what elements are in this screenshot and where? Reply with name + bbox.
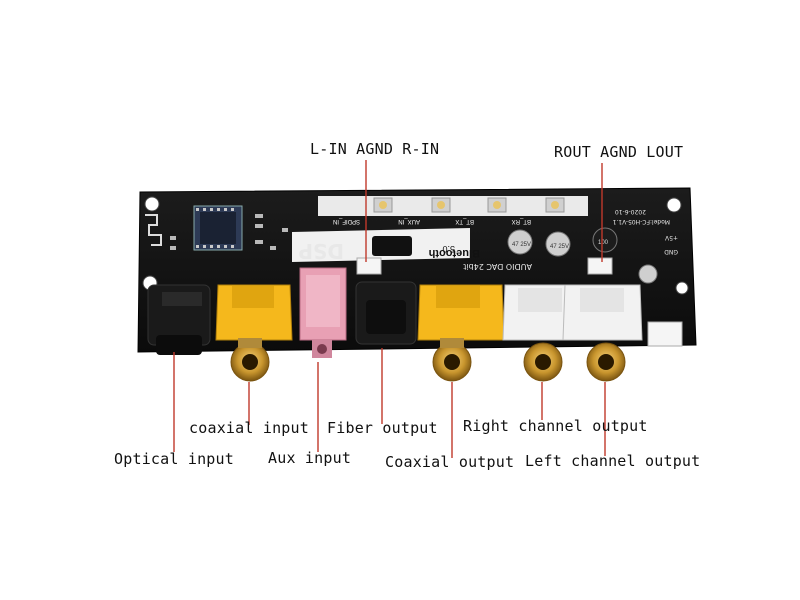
module-pins <box>196 208 234 248</box>
callout-lead-lines <box>173 160 606 458</box>
optical-input-jack <box>147 284 211 355</box>
aux-input-jack <box>299 267 347 358</box>
antenna-trace <box>145 214 162 246</box>
silk-spdif-in: SPDIF_IN <box>333 218 360 224</box>
right-channel-output-label: Right channel output <box>463 417 648 435</box>
mount-hole <box>675 281 689 295</box>
mount-hole <box>144 196 160 212</box>
fiber-output-label: Fiber output <box>327 419 438 437</box>
dac-silk: AUDIO DAC 24bit <box>463 262 532 271</box>
silk-bt-rx: BT_RX <box>512 218 531 224</box>
optical-input-label: Optical input <box>114 450 234 468</box>
coaxial-input-label: coaxial input <box>189 419 309 437</box>
aux-input-label: Aux input <box>268 449 352 467</box>
dsp-logo: DSP <box>298 239 344 263</box>
tact-buttons <box>373 197 565 213</box>
input-header-connector <box>356 257 382 275</box>
silk-gnd: GND <box>664 248 678 255</box>
silk-5v: +5V <box>664 234 678 241</box>
coaxial-output-jack <box>417 284 505 382</box>
coaxial-input-jack <box>215 284 293 382</box>
bluetooth-logo <box>372 236 412 256</box>
right-channel-output-jack <box>502 284 578 382</box>
cap-label-3: 100 <box>598 240 609 246</box>
input-header-label: L-IN AGND R-IN <box>310 140 440 158</box>
silk-aux-in: AUX_IN <box>398 218 420 224</box>
fiber-output-jack <box>355 281 417 345</box>
output-header-label: ROUT AGND LOUT <box>554 143 684 161</box>
left-channel-output-jack <box>562 284 643 382</box>
model-silk: Model:FC-H05-V1.1 <box>612 218 670 225</box>
smd-components <box>170 214 288 250</box>
left-channel-output-label: Left channel output <box>525 452 701 470</box>
power-connector <box>647 321 683 347</box>
coaxial-output-label: Coaxial output <box>385 453 515 471</box>
date-silk: 2020-6-10 <box>615 208 646 215</box>
cap-label-1: 47 25V <box>512 242 531 248</box>
bluetooth-version-silk: 5.0 <box>442 244 455 254</box>
output-header-connector <box>587 257 613 275</box>
silk-bt-tx: BT_TX <box>455 218 474 224</box>
cap-label-2: 47 25V <box>550 244 569 250</box>
bluetooth-silk: Bluetooth <box>428 247 480 259</box>
mount-hole <box>666 197 682 213</box>
capacitors <box>507 227 658 284</box>
